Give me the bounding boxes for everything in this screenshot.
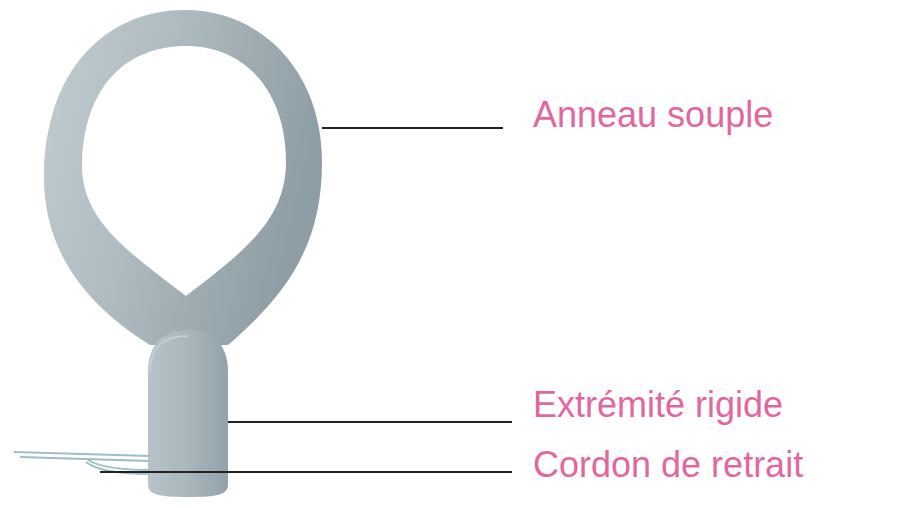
retrieval-cord bbox=[14, 452, 150, 474]
leader-line bbox=[100, 128, 512, 472]
part-label: Anneau souple bbox=[533, 95, 773, 135]
stem-highlight bbox=[150, 336, 188, 372]
part-label: Cordon de retrait bbox=[533, 445, 803, 485]
flexible-ring bbox=[44, 10, 322, 345]
part-label: Extrémité rigide bbox=[533, 385, 783, 425]
